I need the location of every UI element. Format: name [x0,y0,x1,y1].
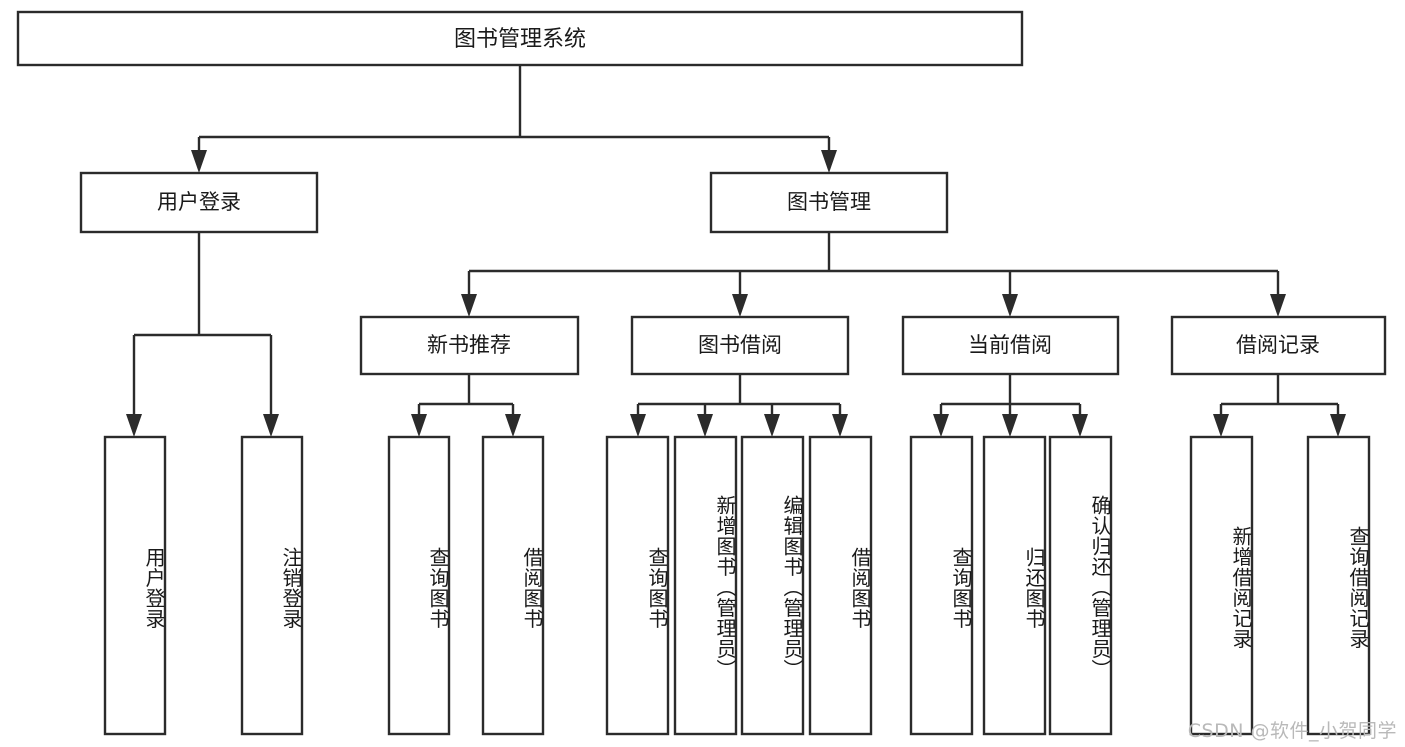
node-leaf-add-book-admin-label: 新增图书（管理员） [713,495,737,680]
node-leaf-logout-login-label: 注销登录 [279,546,303,629]
node-leaf-confirm-return-admin-label: 确认归还（管理员） [1088,495,1112,680]
node-leaf-confirm-return-admin[interactable]: 确认归还（管理员） [1048,435,1113,736]
node-current-borrow[interactable]: 当前借阅 [901,315,1120,376]
node-root-box [16,10,1024,67]
arrowhead-leaf-return-book [1002,414,1018,437]
connector-new-book-recommend-to-leaves [417,374,515,423]
node-leaf-user-login[interactable]: 用户登录 [103,435,167,736]
node-leaf-query-book-current-label: 查询图书 [949,546,973,629]
node-leaf-add-borrow-record-label: 新增借阅记录 [1229,526,1253,649]
node-leaf-borrow-book-rec[interactable]: 借阅图书 [481,435,545,736]
arrowhead-leaf-borrow-book [832,414,848,437]
node-current-borrow-box [901,315,1120,376]
connector-layer [126,65,1346,437]
node-leaf-query-book-borrow-label: 查询图书 [645,546,669,629]
node-new-book-recommend-label: 新书推荐 [427,333,511,357]
node-leaf-query-borrow-record-label: 查询借阅记录 [1346,526,1370,649]
arrowhead-to-book-borrow [732,294,748,317]
node-book-borrow[interactable]: 图书借阅 [630,315,850,376]
connector-current-borrow-to-leaves [939,374,1082,423]
connector-root-to-level2 [197,65,831,159]
node-leaf-query-borrow-record[interactable]: 查询借阅记录 [1306,435,1371,736]
node-user-login-label: 用户登录 [157,190,241,214]
node-borrow-record[interactable]: 借阅记录 [1170,315,1387,376]
connector-user-login-to-leaves [132,232,273,423]
node-borrow-record-label: 借阅记录 [1236,333,1320,357]
connector-book-manage-to-level3 [467,232,1280,303]
node-leaf-borrow-book-label: 借阅图书 [848,546,872,629]
node-user-login-box [79,171,319,234]
node-leaf-edit-book-admin[interactable]: 编辑图书（管理员） [740,435,805,736]
arrowhead-leaf-borrow-book-rec [505,414,521,437]
node-leaf-query-book-borrow-box [605,435,670,736]
node-book-manage[interactable]: 图书管理 [709,171,949,234]
node-leaf-return-book[interactable]: 归还图书 [982,435,1047,736]
node-leaf-query-book-borrow[interactable]: 查询图书 [605,435,670,736]
arrowhead-to-borrow-record [1270,294,1286,317]
node-leaf-add-book-admin[interactable]: 新增图书（管理员） [673,435,738,736]
connector-book-borrow-to-leaves [636,374,842,423]
node-root-label: 图书管理系统 [454,27,586,52]
node-leaf-borrow-book-box [808,435,873,736]
arrowhead-to-user-login [191,150,207,173]
node-leaf-query-book-rec-box [387,435,451,736]
node-leaf-add-borrow-record-box [1189,435,1254,736]
arrowhead-to-new-book-recommend [461,294,477,317]
node-leaf-query-borrow-record-box [1306,435,1371,736]
node-leaf-add-borrow-record[interactable]: 新增借阅记录 [1189,435,1254,736]
arrowhead-leaf-query-book-borrow [630,414,646,437]
node-borrow-record-box [1170,315,1387,376]
node-root[interactable]: 图书管理系统 [16,10,1024,67]
arrowhead-to-current-borrow [1002,294,1018,317]
node-leaf-confirm-return-admin-box [1048,435,1113,736]
arrowhead-leaf-logout-login [263,414,279,437]
node-leaf-user-login-box [103,435,167,736]
connector-borrow-record-to-leaves [1219,374,1340,423]
node-leaf-edit-book-admin-box [740,435,805,736]
arrowhead-leaf-add-book-admin [697,414,713,437]
node-leaf-add-book-admin-box [673,435,738,736]
node-book-borrow-label: 图书借阅 [698,333,782,357]
arrowhead-leaf-confirm-return-admin [1072,414,1088,437]
node-leaf-edit-book-admin-label: 编辑图书（管理员） [780,495,804,680]
node-leaf-borrow-book[interactable]: 借阅图书 [808,435,873,736]
node-leaf-logout-login-box [240,435,304,736]
arrowhead-leaf-add-borrow-record [1213,414,1229,437]
arrowhead-to-book-manage [821,150,837,173]
node-leaf-query-book-current[interactable]: 查询图书 [909,435,974,736]
node-book-manage-box [709,171,949,234]
node-leaf-logout-login[interactable]: 注销登录 [240,435,304,736]
arrowhead-leaf-user-login [126,414,142,437]
node-leaf-query-book-rec[interactable]: 查询图书 [387,435,451,736]
node-leaf-return-book-label: 归还图书 [1022,546,1046,629]
node-leaf-borrow-book-rec-label: 借阅图书 [520,546,544,629]
node-leaf-return-book-box [982,435,1047,736]
arrowhead-leaf-edit-book-admin [764,414,780,437]
node-book-borrow-box [630,315,850,376]
node-user-login[interactable]: 用户登录 [79,171,319,234]
node-leaf-query-book-current-box [909,435,974,736]
node-current-borrow-label: 当前借阅 [968,333,1052,357]
node-leaf-borrow-book-rec-box [481,435,545,736]
node-leaf-query-book-rec-label: 查询图书 [426,546,450,629]
node-new-book-recommend-box [359,315,580,376]
arrowhead-leaf-query-book-rec [411,414,427,437]
node-new-book-recommend[interactable]: 新书推荐 [359,315,580,376]
arrowhead-leaf-query-book-current [933,414,949,437]
arrowhead-leaf-query-borrow-record [1330,414,1346,437]
node-book-manage-label: 图书管理 [787,190,871,214]
node-leaf-user-login-label: 用户登录 [142,546,166,629]
